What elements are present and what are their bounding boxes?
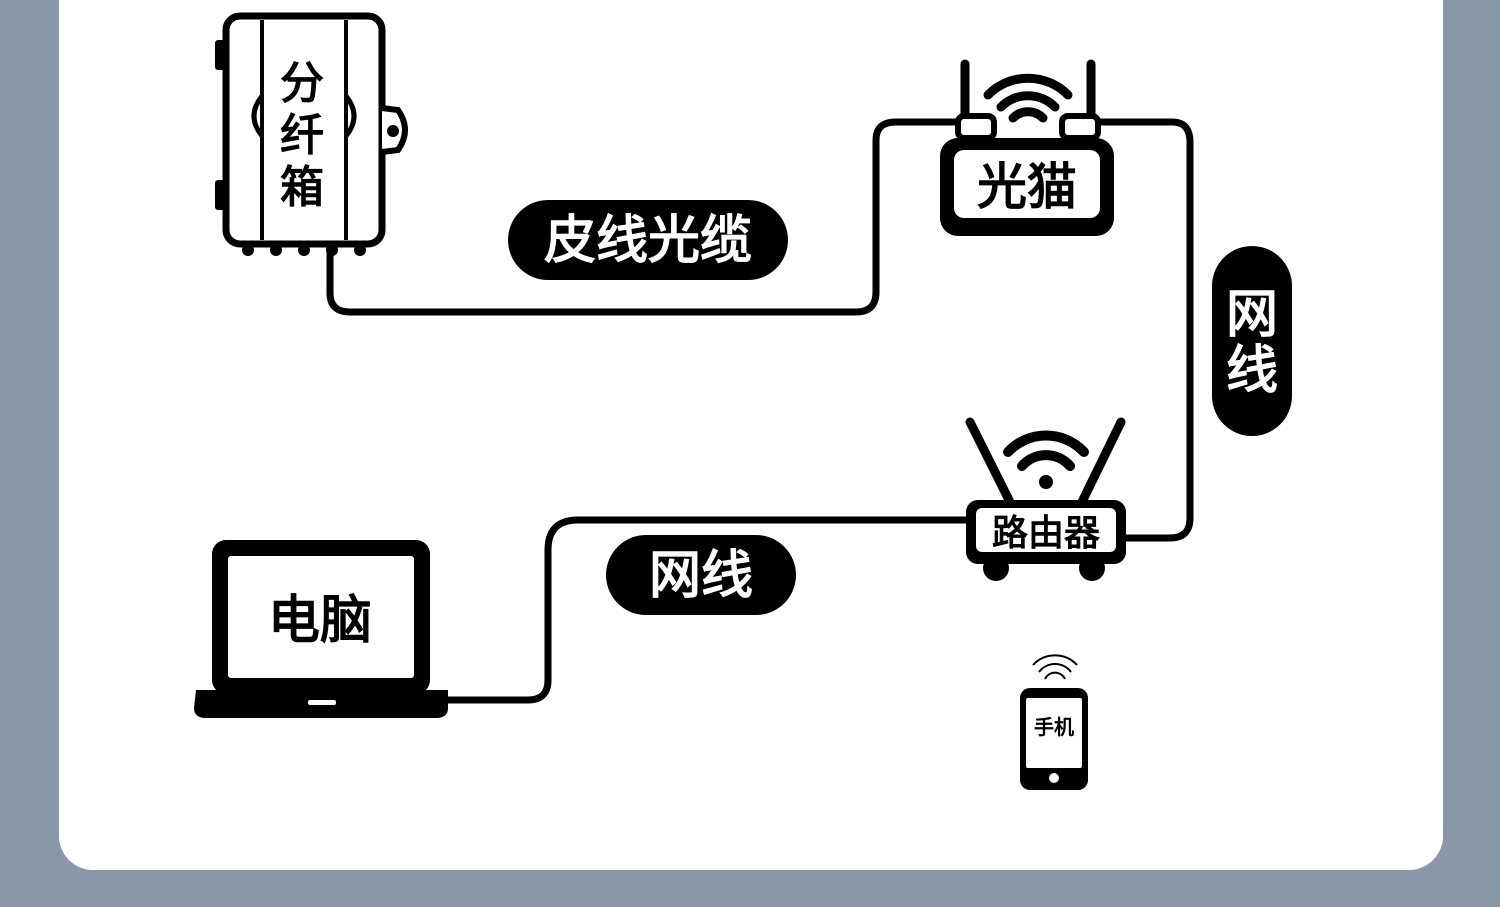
computer: 电脑 [194,540,448,718]
phone-wifi-icon [1032,654,1078,680]
modem-router-label-char-1: 网 [1226,285,1278,345]
wifi-icon [983,73,1073,123]
optical-modem-icon [940,59,1114,236]
router-wifi-icon [1003,430,1089,489]
modem-router-label-pill: 网 线 [1212,246,1292,436]
fiber-distribution-box-icon [215,12,408,256]
fiber-box-label-char-1: 分 [280,58,324,109]
laptop-icon [194,540,448,718]
fiber-box-label-char-2: 纤 [280,110,324,161]
drop-fiber-cable [326,118,992,316]
fiber-box: 分 纤 箱 [215,12,408,256]
phone: 手机 [1020,654,1088,790]
computer-label: 电脑 [268,591,372,651]
router-computer-label: 网线 [649,546,753,606]
optical-modem: 光猫 [940,59,1114,236]
modem-router-label-char-2: 线 [1226,341,1278,401]
router: 路由器 [965,417,1126,581]
router-to-computer-cable [448,516,968,704]
router-icon [965,417,1126,581]
phone-label: 手机 [1034,715,1074,739]
router-label: 路由器 [992,513,1101,554]
smartphone-icon [1020,688,1088,790]
drop-fiber-label-pill: 皮线光缆 [508,200,788,280]
fiber-box-label-char-3: 箱 [280,162,324,213]
modem-to-router-cable [1064,118,1194,542]
drop-fiber-label: 皮线光缆 [544,211,752,271]
router-computer-label-pill: 网线 [606,535,796,615]
modem-label: 光猫 [977,158,1077,216]
